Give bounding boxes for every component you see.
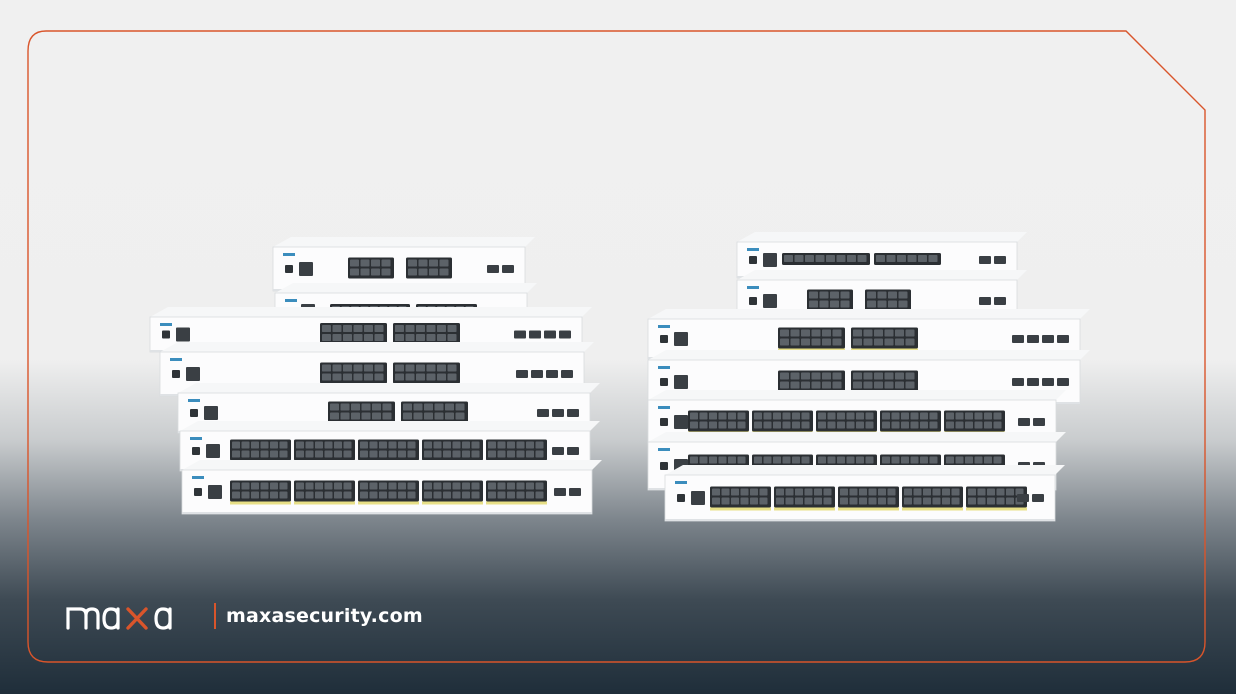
switch-unit [664,465,1065,522]
maxa-logo-icon: maxa [66,607,172,630]
brand-footer: maxa maxasecurity.com [66,598,423,634]
website-url[interactable]: maxasecurity.com [226,605,423,627]
switch-unit [272,237,535,292]
brand-divider [214,603,216,629]
switch-unit [181,460,602,515]
